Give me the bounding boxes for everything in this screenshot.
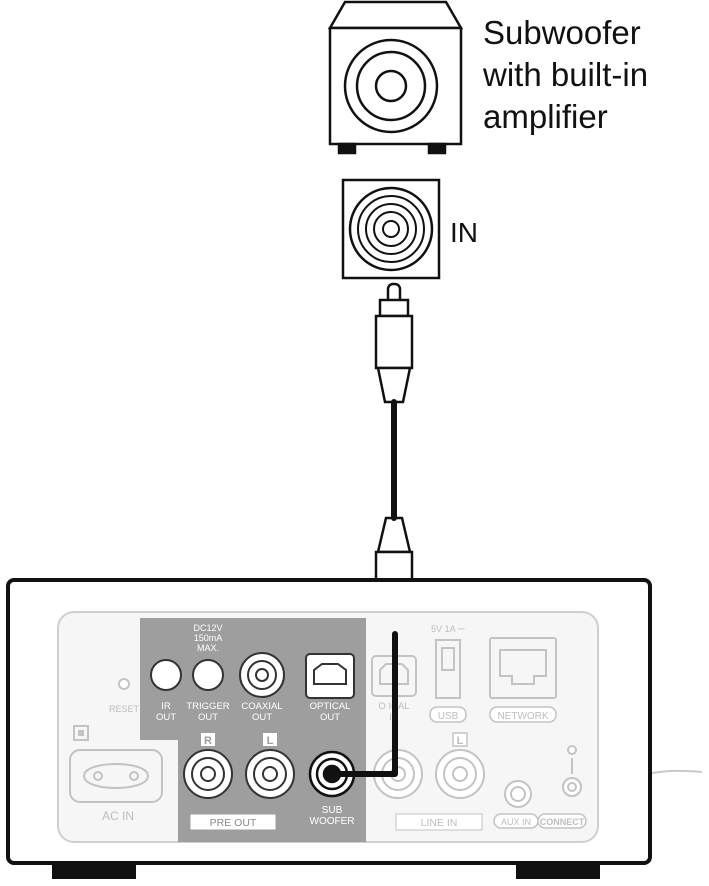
rca-plug-top (374, 282, 414, 404)
line-in-l-badge: L (457, 735, 464, 747)
cable-plug-end (325, 767, 339, 781)
pre-out-r-jack (183, 749, 233, 799)
trigger-out-label-2: OUT (198, 712, 218, 723)
subwoofer-label: Subwoofer with built-in amplifier (483, 12, 648, 138)
connect-label: CONNECT (540, 817, 585, 827)
subwoofer-input-jack (341, 178, 441, 280)
coaxial-out-jack (239, 652, 285, 698)
optical-out-label-2: OUT (320, 712, 340, 723)
subwoofer-out-label-2: WOOFER (310, 816, 355, 827)
subwoofer-label-line-1: Subwoofer (483, 14, 641, 51)
ir-out-label-1: IR (161, 701, 171, 712)
dc-rating-line-3: MAX. (197, 643, 219, 653)
pre-out-r-badge: R (204, 735, 212, 747)
network-label: NETWORK (497, 711, 548, 722)
rca-cable (331, 399, 398, 777)
amplifier-back-panel: AC IN RESET DC12V 150mA MAX. IR OUT TRIG… (6, 578, 703, 879)
pre-out-l-badge: L (267, 735, 274, 747)
subwoofer-in-label: IN (450, 217, 478, 248)
network-port (489, 637, 557, 699)
reset-button (118, 678, 130, 690)
dc-rating-line-1: DC12V (193, 623, 222, 633)
usb-label: USB (438, 711, 459, 722)
subwoofer-label-line-3: amplifier (483, 98, 608, 135)
connect-button (562, 745, 582, 797)
subwoofer-label-line-2: with built-in (483, 56, 649, 93)
pre-out-l-jack (245, 749, 295, 799)
optical-out-jack (305, 653, 355, 699)
line-in-label: LINE IN (421, 817, 458, 829)
trigger-out-label-1: TRIGGER (186, 701, 229, 712)
dc-rating-line-2: 150mA (194, 633, 223, 643)
reset-label: RESET (109, 704, 140, 714)
trigger-out-jack (192, 659, 224, 691)
aux-in-jack (504, 780, 532, 808)
optical-out-label-1: OPTICAL (310, 701, 351, 712)
line-in-l-jack (435, 749, 485, 799)
ir-out-jack (150, 659, 182, 691)
pre-out-label: PRE OUT (210, 817, 257, 829)
ac-inlet (69, 725, 163, 803)
subwoofer-out-label-1: SUB (322, 805, 343, 816)
ir-out-label-2: OUT (156, 712, 176, 723)
usb-rating: 5V 1A ⎓ (431, 624, 465, 634)
ac-in-label: AC IN (102, 809, 134, 823)
subwoofer-illustration (327, 0, 464, 155)
coaxial-out-label-2: OUT (252, 712, 272, 723)
usb-port (435, 639, 461, 699)
aux-in-label: AUX IN (501, 817, 531, 827)
coaxial-out-label-1: COAXIAL (241, 701, 282, 712)
